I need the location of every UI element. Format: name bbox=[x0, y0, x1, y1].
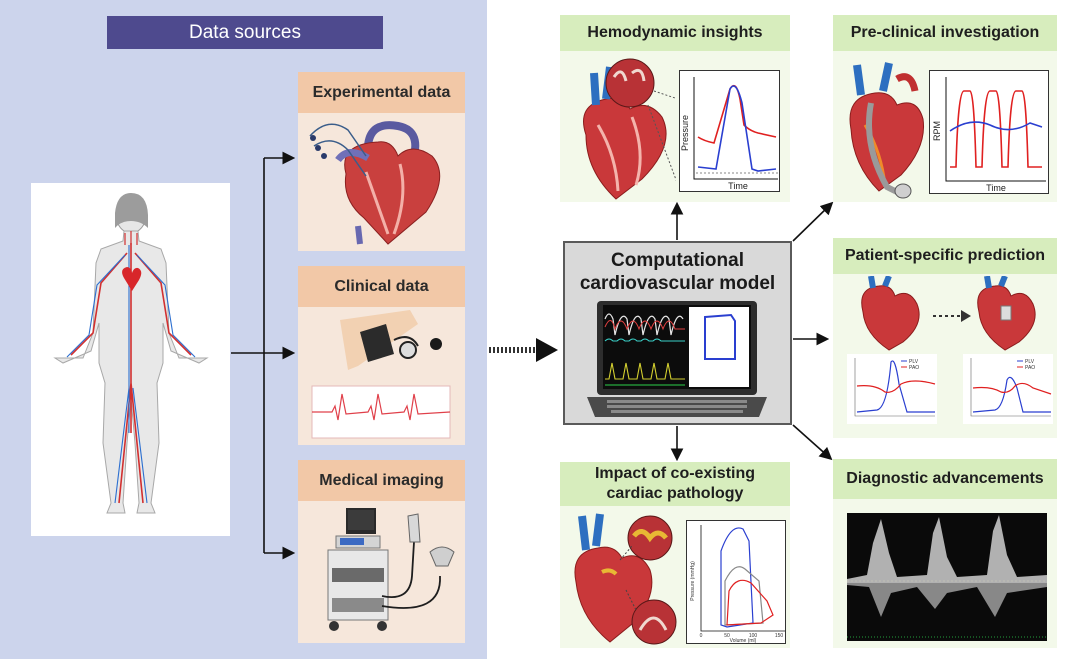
svg-text:0: 0 bbox=[700, 633, 703, 639]
time-axis-label-2: Time bbox=[986, 183, 1006, 193]
data-sources-title: Data sources bbox=[107, 16, 383, 49]
diagnostic-advancements-card: Diagnostic advancements bbox=[833, 459, 1057, 648]
medical-imaging-label: Medical imaging bbox=[298, 460, 465, 501]
medical-imaging-card: Medical imaging bbox=[298, 460, 465, 643]
heart-valve-illustration bbox=[583, 58, 676, 200]
model-title: Computational cardiovascular model bbox=[579, 250, 776, 294]
preclinical-investigation-card: Pre-clinical investigation RPM Time bbox=[833, 15, 1057, 202]
instrumented-heart-illustration bbox=[309, 121, 441, 245]
hemodynamic-insights-card: Hemodynamic insights Pressure Time bbox=[560, 15, 790, 202]
cardiac-pathology-card: Impact of co-existing cardiac pathology … bbox=[560, 462, 790, 648]
human-circulation-illustration bbox=[53, 193, 209, 514]
volume-axis-label: Volume (ml) bbox=[730, 638, 757, 644]
svg-text:PAO: PAO bbox=[1025, 365, 1035, 371]
svg-text:50: 50 bbox=[724, 633, 730, 639]
cardiac-pathology-title: Impact of co-existing cardiac pathology bbox=[560, 462, 790, 506]
experimental-data-card: Experimental data bbox=[298, 72, 465, 251]
svg-text:150: 150 bbox=[775, 633, 784, 639]
human-body-card bbox=[31, 183, 230, 536]
rpm-axis-label: RPM bbox=[932, 121, 942, 141]
diagnostic-advancements-title: Diagnostic advancements bbox=[833, 459, 1057, 499]
laptop-illustration bbox=[587, 301, 767, 417]
svg-text:PAO: PAO bbox=[909, 365, 919, 371]
diseased-heart-illustration bbox=[574, 513, 677, 645]
patient-prediction-plot-after: PLV PAO bbox=[963, 354, 1053, 424]
doppler-spectrogram bbox=[847, 513, 1047, 641]
patient-prediction-plot-before: PLV PAO bbox=[847, 354, 937, 424]
pressure-axis-label: Pressure bbox=[680, 115, 690, 151]
patient-specific-prediction-card: Patient-specific prediction PLV PAO PLV … bbox=[833, 238, 1057, 438]
heart-before-after-illustration bbox=[861, 276, 1036, 351]
clinical-data-card: Clinical data bbox=[298, 266, 465, 445]
svg-text:PLV: PLV bbox=[1025, 359, 1035, 365]
pressure-volume-chart: Pressure (mmHg) Volume (ml) 0 50 100 150 bbox=[686, 520, 786, 644]
rpm-time-chart: RPM Time bbox=[929, 70, 1049, 194]
svg-text:100: 100 bbox=[749, 633, 758, 639]
computational-model-box: Computational cardiovascular model bbox=[563, 241, 792, 425]
heart-with-pump-illustration bbox=[849, 62, 925, 199]
pressure-mmhg-axis-label: Pressure (mmHg) bbox=[690, 561, 696, 601]
experimental-data-label: Experimental data bbox=[298, 72, 465, 113]
hemodynamic-insights-title: Hemodynamic insights bbox=[560, 15, 790, 51]
ultrasound-machine-illustration bbox=[327, 508, 455, 631]
pressure-time-chart: Pressure Time bbox=[679, 70, 780, 192]
blood-pressure-cuff-and-ecg-illustration bbox=[311, 310, 451, 439]
time-axis-label: Time bbox=[728, 181, 748, 191]
patient-specific-prediction-title: Patient-specific prediction bbox=[833, 238, 1057, 274]
clinical-data-label: Clinical data bbox=[298, 266, 465, 307]
svg-text:PLV: PLV bbox=[909, 359, 919, 365]
preclinical-investigation-title: Pre-clinical investigation bbox=[833, 15, 1057, 51]
